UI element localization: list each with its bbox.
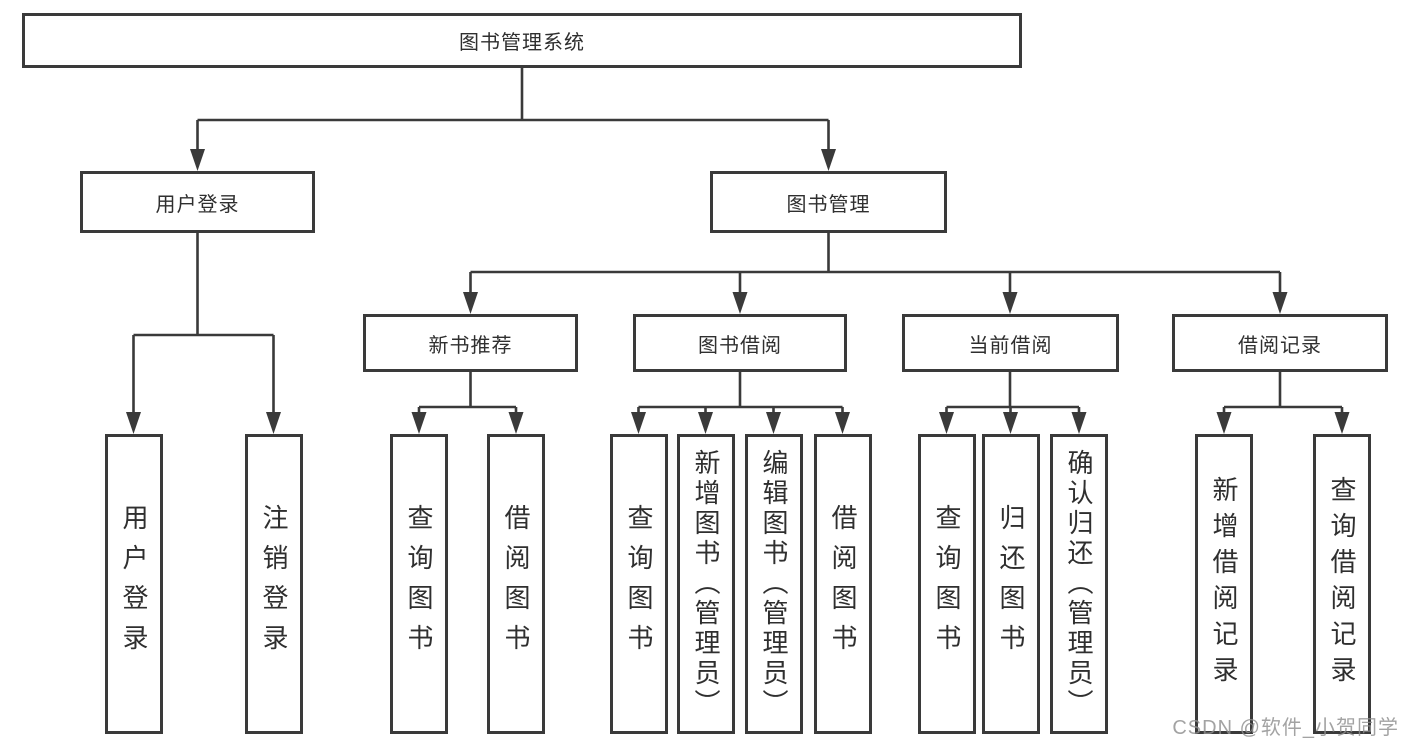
arrowhead: [411, 412, 427, 434]
node-borrow-records: 借阅记录: [1172, 314, 1388, 372]
arrowhead: [732, 292, 748, 314]
arrowhead: [698, 412, 713, 434]
leaf-search-borrow-record: 查询借阅记录: [1313, 434, 1371, 734]
leaf-add-book-admin: 新增图书（管理员）: [677, 434, 735, 734]
leaf-logout-login: 注销登录: [245, 434, 303, 734]
arrowhead: [631, 412, 646, 434]
arrowhead: [1002, 292, 1018, 314]
leaf-confirm-return-admin: 确认归还（管理员）: [1050, 434, 1108, 734]
arrowhead: [463, 292, 478, 314]
connector-login-to-leaves: [132, 233, 275, 414]
connector-current-to-leaves: [945, 372, 1081, 414]
arrowhead: [508, 412, 524, 434]
arrowhead: [835, 412, 850, 434]
connector-records-to-leaves: [1222, 372, 1344, 414]
leaf-user-login: 用户登录: [105, 434, 163, 734]
node-label: 借阅记录: [1238, 334, 1322, 357]
leaf-search-books-current: 查询图书: [918, 434, 976, 734]
arrowhead: [1216, 412, 1232, 434]
leaf-search-books-recommend: 查询图书: [390, 434, 448, 734]
node-label: 新书推荐: [428, 334, 513, 357]
leaf-edit-book-admin: 编辑图书（管理员）: [745, 434, 803, 734]
connector-book-to-level3: [469, 233, 1282, 294]
node-library-management-system: 图书管理系统: [22, 13, 1022, 68]
node-label: 用户登录: [155, 193, 240, 216]
node-new-book-recommend: 新书推荐: [363, 314, 578, 372]
node-book-management: 图书管理: [710, 171, 947, 233]
arrowhead: [821, 149, 836, 171]
node-label: 图书借阅: [698, 334, 782, 357]
arrowhead: [266, 412, 281, 434]
connector-recommend-to-leaves: [417, 372, 518, 414]
arrowhead: [766, 412, 781, 434]
leaf-add-borrow-record: 新增借阅记录: [1195, 434, 1253, 734]
node-user-login: 用户登录: [80, 171, 315, 233]
csdn-watermark: CSDN @软件_小贺同学: [1172, 717, 1399, 739]
node-label: 当前借阅: [968, 334, 1053, 357]
arrowhead: [1334, 412, 1350, 434]
leaf-return-book: 归还图书: [982, 434, 1040, 734]
arrowhead: [1003, 412, 1018, 434]
leaf-borrow-books-recommend: 借阅图书: [487, 434, 545, 734]
arrowhead: [126, 412, 141, 434]
leaf-borrow-books-borrow: 借阅图书: [814, 434, 872, 734]
node-current-borrow: 当前借阅: [902, 314, 1119, 372]
connector-root-to-level2: [196, 68, 830, 151]
node-book-borrow: 图书借阅: [633, 314, 847, 372]
node-label: 图书管理系统: [459, 32, 585, 54]
leaf-search-books-borrow: 查询图书: [610, 434, 668, 734]
node-label: 图书管理: [786, 193, 871, 216]
arrowhead: [939, 412, 954, 434]
arrowhead: [190, 149, 205, 171]
connector-borrow-to-leaves: [637, 372, 844, 414]
arrowhead: [1071, 412, 1087, 434]
arrowhead: [1272, 292, 1288, 314]
